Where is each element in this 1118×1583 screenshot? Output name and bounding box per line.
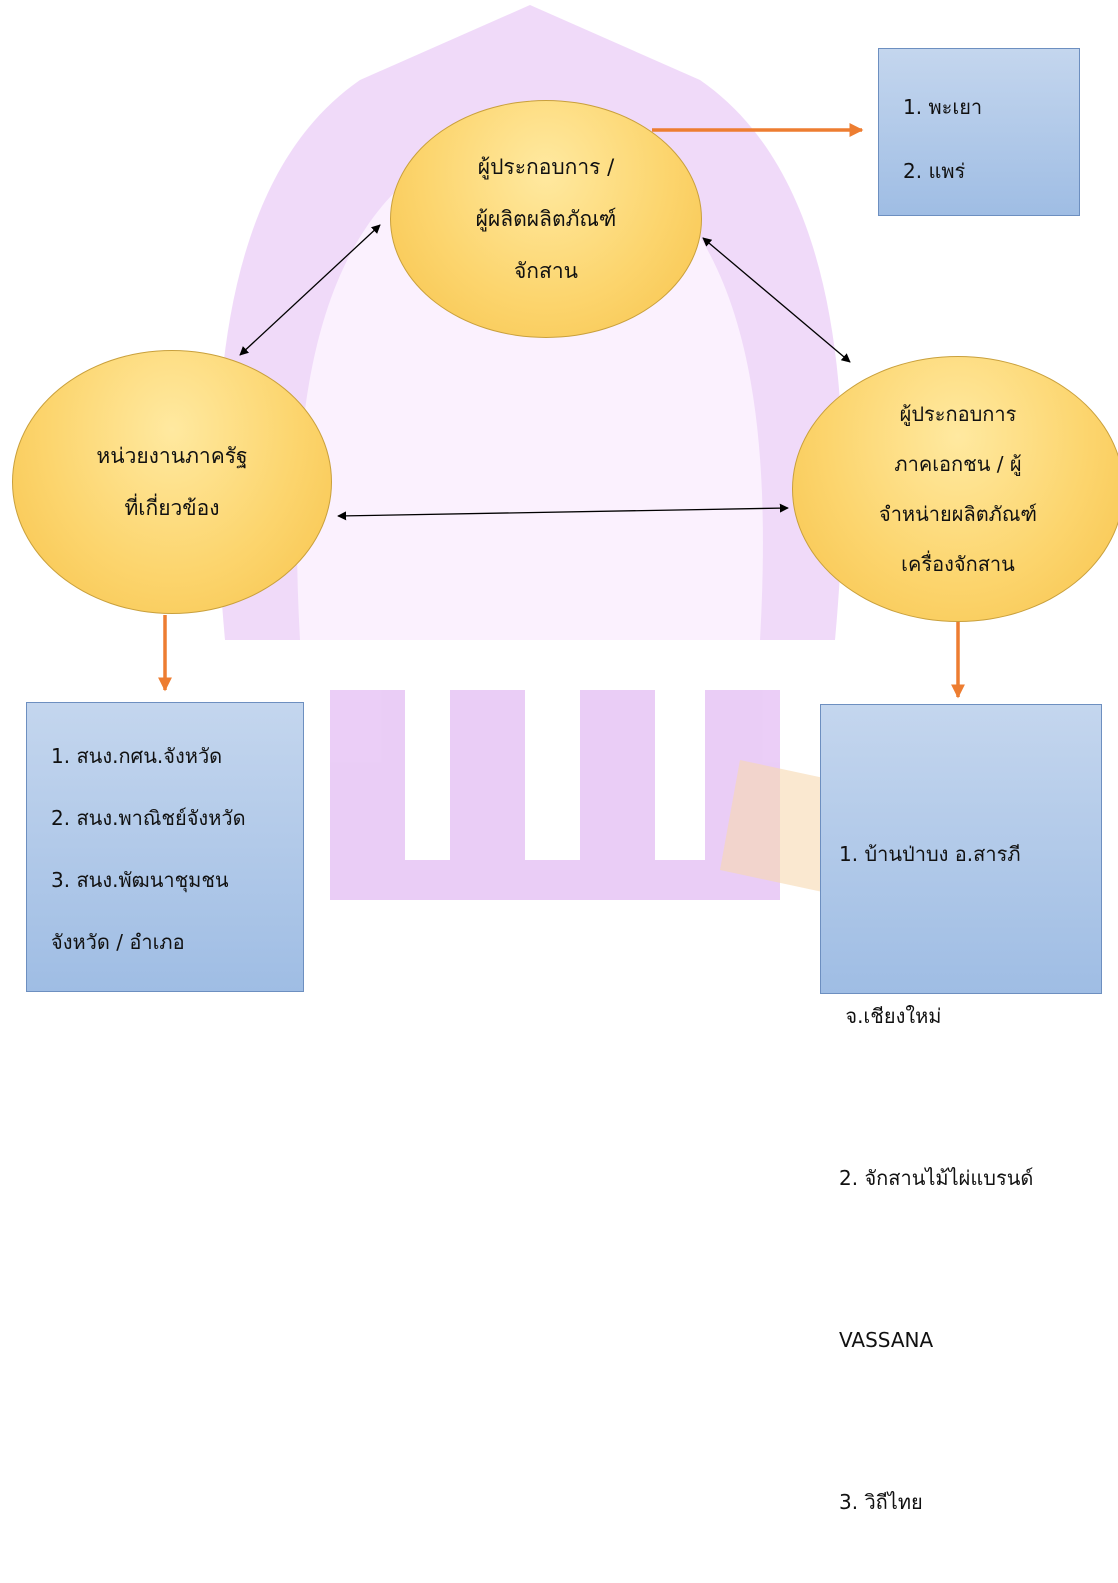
producer-line-2: ผู้ผลิตผลิตภัณฑ์ xyxy=(475,207,617,231)
producer-line-3: จักสาน xyxy=(514,259,578,283)
government-private-arrow xyxy=(337,503,789,521)
example-item: จ.เชียงใหม่ xyxy=(839,1004,942,1028)
private-line-3: จำหน่ายผลิตภัณฑ์ xyxy=(878,502,1038,526)
government-node: หน่วยงานภาครัฐ ที่เกี่ยวข้อง xyxy=(12,350,332,614)
agency-item: 1. สนง.กศน.จังหวัด xyxy=(51,744,223,768)
government-line-2: ที่เกี่ยวข้อง xyxy=(124,496,220,520)
government-line-1: หน่วยงานภาครัฐ xyxy=(96,444,248,468)
provinces-item: 1. พะเยา xyxy=(903,95,983,119)
private-line-1: ผู้ประกอบการ xyxy=(899,402,1017,426)
agency-item: จังหวัด / อำเภอ xyxy=(51,930,185,954)
example-item: VASSANA xyxy=(839,1328,934,1352)
agency-item: 2. สนง.พาณิชย์จังหวัด xyxy=(51,806,246,830)
private-line-2: ภาคเอกชน / ผู้ xyxy=(894,452,1022,476)
example-item: 3. วิถีไทย xyxy=(839,1490,923,1514)
provinces-item: 2. แพร่ xyxy=(903,159,966,183)
private-node: ผู้ประกอบการ ภาคเอกชน / ผู้ จำหน่ายผลิตภ… xyxy=(792,356,1118,622)
example-item: 2. จักสานไม้ไผ่แบรนด์ xyxy=(839,1166,1034,1190)
producer-private-arrow xyxy=(702,237,851,363)
government-agencies-box: 1. สนง.กศน.จังหวัด 2. สนง.พาณิชย์จังหวัด… xyxy=(26,702,304,992)
private-line-4: เครื่องจักสาน xyxy=(901,552,1015,576)
producer-government-arrow xyxy=(239,224,381,356)
connectors xyxy=(158,123,965,699)
agency-item: 3. สนง.พัฒนาชุมชน xyxy=(51,868,229,892)
producer-node: ผู้ประกอบการ / ผู้ผลิตผลิตภัณฑ์ จักสาน xyxy=(390,100,702,338)
example-item: 1. บ้านป่าบง อ.สารภี xyxy=(839,842,1021,866)
producer-line-1: ผู้ประกอบการ / xyxy=(477,155,615,179)
provinces-box: 1. พะเยา 2. แพร่ xyxy=(878,48,1080,216)
private-examples-box: 1. บ้านป่าบง อ.สารภี จ.เชียงใหม่ 2. จักส… xyxy=(820,704,1102,1514)
